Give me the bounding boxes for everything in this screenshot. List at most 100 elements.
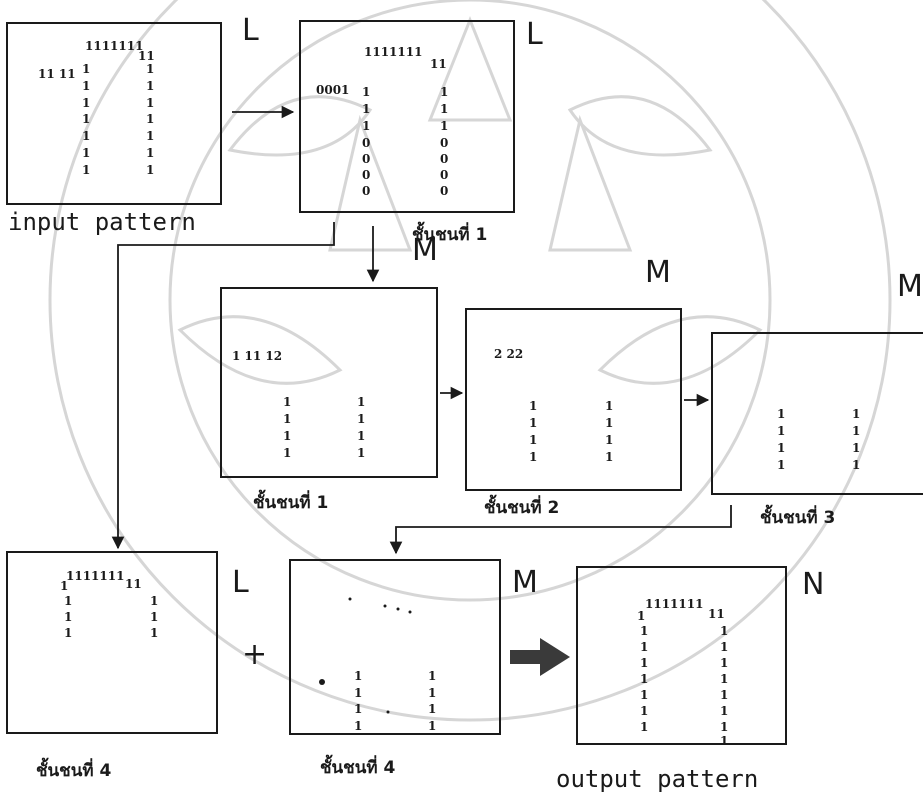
svg-text:1: 1 — [146, 112, 154, 126]
input-left-edge: 11 11 — [38, 67, 76, 81]
svg-text:1: 1 — [357, 446, 365, 460]
svg-text:0: 0 — [362, 168, 370, 182]
svg-text:1: 1 — [82, 129, 90, 143]
layer1-top-stem-left: 1110000 — [362, 85, 370, 198]
svg-text:1: 1 — [777, 424, 785, 438]
svg-text:11: 11 — [138, 49, 155, 63]
svg-text:1: 1 — [357, 412, 365, 426]
svg-text:1: 1 — [354, 702, 362, 716]
svg-text:1: 1 — [720, 720, 728, 734]
svg-text:1: 1 — [640, 704, 648, 718]
svg-text:1: 1 — [640, 640, 648, 654]
svg-text:1: 1 — [428, 686, 436, 700]
layer4-right-caption: ชั้นชนที่ 4 — [320, 760, 395, 777]
layer1-mid-glyphs: 1 11 12 1 1 1 1 1 1 1 1 — [232, 349, 365, 460]
layer3-tag: M — [897, 272, 923, 302]
svg-text:1: 1 — [720, 640, 728, 654]
svg-text:1: 1 — [146, 96, 154, 110]
svg-text:0: 0 — [440, 184, 448, 198]
svg-text:1: 1 — [82, 112, 90, 126]
svg-text:1: 1 — [852, 424, 860, 438]
svg-text:1: 1 — [720, 672, 728, 686]
layer4-left-stem-left: 111 — [64, 594, 72, 640]
svg-text:1: 1 — [150, 626, 158, 640]
svg-text:1: 1 — [428, 669, 436, 683]
svg-text:1: 1 — [64, 610, 72, 624]
svg-text:1: 1 — [283, 446, 291, 460]
svg-text:1: 1 — [852, 441, 860, 455]
svg-text:1: 1 — [82, 79, 90, 93]
layer2-stem-right: 1 1 1 1 — [605, 399, 613, 464]
svg-text:1: 1 — [720, 624, 728, 638]
svg-text:1: 1 — [605, 433, 613, 447]
svg-text:1: 1 — [440, 119, 448, 133]
layer2-caption: ชั้นชนที่ 2 — [484, 500, 559, 517]
layer3-glyphs: 1111 1111 — [777, 407, 860, 472]
svg-text:1: 1 — [440, 85, 448, 99]
layer1-mid-stem-right: 1111 — [357, 395, 365, 460]
svg-text:1: 1 — [529, 450, 537, 464]
input-stem-left: 1111111 — [82, 62, 90, 177]
svg-text:1: 1 — [852, 407, 860, 421]
svg-text:0: 0 — [362, 136, 370, 150]
svg-text:11: 11 — [125, 577, 142, 591]
layer4-right-glyphs: 1111 1111 — [319, 598, 436, 734]
output-pattern-caption: output pattern — [556, 767, 758, 791]
svg-text:1: 1 — [354, 686, 362, 700]
svg-text:1: 1 — [362, 119, 370, 133]
svg-text:1: 1 — [82, 163, 90, 177]
svg-text:1: 1 — [720, 688, 728, 702]
svg-text:1: 1 — [150, 610, 158, 624]
svg-text:1: 1 — [357, 429, 365, 443]
svg-text:1: 1 — [720, 656, 728, 670]
svg-text:1: 1 — [354, 669, 362, 683]
svg-text:1: 1 — [146, 163, 154, 177]
input-stem-right: 1111111 — [146, 62, 154, 177]
svg-text:1: 1 — [640, 672, 648, 686]
layer1-mid-left-edge: 1 11 12 — [232, 349, 282, 363]
input-pattern-glyphs: 11 11 1111111 11 1111111 1111111 — [38, 39, 155, 177]
svg-text:1: 1 — [640, 624, 648, 638]
svg-text:0: 0 — [440, 152, 448, 166]
svg-text:1: 1 — [605, 416, 613, 430]
layer1-mid-caption: ชั้นชนที่ 1 — [253, 495, 328, 512]
layer4-left-stem-right: 1 1 1 — [150, 594, 158, 640]
svg-text:1: 1 — [150, 594, 158, 608]
layer1-top-left-edge: 0001 — [316, 83, 349, 97]
svg-text:1: 1 — [283, 395, 291, 409]
plus-operator: + — [242, 640, 267, 670]
layer3-stem-right: 1111 — [852, 407, 860, 472]
output-top-row: 1111111 — [645, 597, 703, 611]
svg-text:1: 1 — [777, 441, 785, 455]
svg-text:1: 1 — [146, 79, 154, 93]
layer4-left-glyphs: 1111111 11 1 111 111 — [60, 569, 158, 640]
layer4-right-tag: M — [512, 568, 538, 598]
svg-text:1: 1 — [640, 656, 648, 670]
layer1-mid-stem-left: 1 1 1 1 — [283, 395, 291, 460]
svg-text:1: 1 — [283, 412, 291, 426]
svg-text:1: 1 — [283, 429, 291, 443]
svg-text:0: 0 — [362, 152, 370, 166]
layer4-left-caption: ชั้นชนที่ 4 — [36, 763, 111, 780]
svg-text:1: 1 — [529, 433, 537, 447]
svg-text:1: 1 — [640, 688, 648, 702]
svg-text:1: 1 — [82, 96, 90, 110]
svg-text:1: 1 — [428, 702, 436, 716]
layer3-stem-left: 1111 — [777, 407, 785, 472]
output-glyphs: 1111111 11 1 1111111 11111111 — [637, 597, 728, 748]
layer2-stem-left: 1111 — [529, 399, 537, 464]
output-tag: N — [802, 570, 824, 600]
svg-text:1: 1 — [605, 450, 613, 464]
svg-text:1: 1 — [64, 594, 72, 608]
svg-text:1: 1 — [82, 62, 90, 76]
svg-text:1: 1 — [777, 407, 785, 421]
layer1-top-tag: L — [526, 20, 543, 50]
svg-text:0: 0 — [440, 136, 448, 150]
svg-text:1: 1 — [440, 102, 448, 116]
input-tag: L — [242, 16, 259, 46]
svg-text:1: 1 — [605, 399, 613, 413]
